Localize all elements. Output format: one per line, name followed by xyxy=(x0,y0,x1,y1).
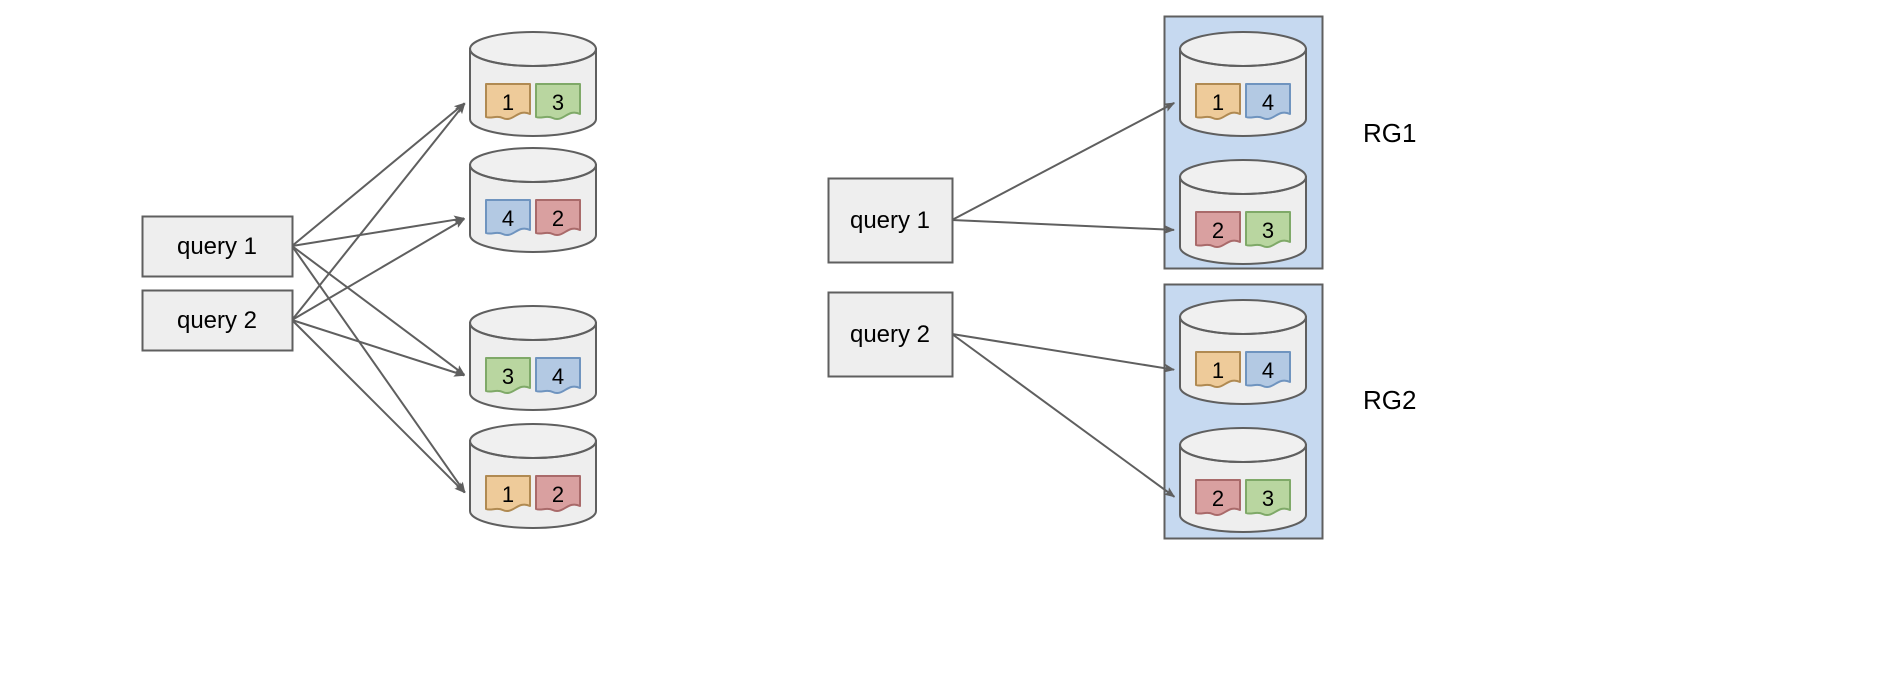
query-node-group: query 1 query 2 query 1 query 2 xyxy=(141,177,954,378)
query-node-query-2[interactable]: query 2 xyxy=(827,291,954,378)
shard-shape[interactable] xyxy=(535,357,581,395)
shard-number: 2 xyxy=(1212,486,1224,511)
edge-rq2-to-R2B xyxy=(951,333,1176,498)
cylinder-rim xyxy=(1179,316,1307,335)
edge-rq1-to-R1A xyxy=(951,102,1176,221)
shard-number: 2 xyxy=(552,206,564,231)
shard-number: 4 xyxy=(552,364,564,389)
cylinder-rim xyxy=(1179,176,1307,195)
shard-1[interactable]: 1 xyxy=(485,83,531,121)
shard-shape[interactable] xyxy=(1245,479,1291,517)
shard-shape[interactable] xyxy=(1245,211,1291,249)
shard-shape[interactable] xyxy=(485,199,531,237)
query-box[interactable] xyxy=(141,215,294,278)
shard-shape[interactable] xyxy=(485,357,531,395)
query-label: query 2 xyxy=(177,307,257,334)
edge-q2-to-L1 xyxy=(291,102,466,321)
cylinder-rim xyxy=(469,322,597,341)
shard-shape[interactable] xyxy=(1245,83,1291,121)
edge-q1-to-L3 xyxy=(291,245,466,376)
cylinder-rim xyxy=(1179,48,1307,67)
edge-q1-to-L2 xyxy=(291,215,466,247)
shard-shape[interactable] xyxy=(535,83,581,121)
edge-q2-to-L2 xyxy=(291,218,466,321)
shard-number: 3 xyxy=(1262,218,1274,243)
shard-4[interactable]: 4 xyxy=(485,199,531,237)
query-box[interactable] xyxy=(827,177,954,264)
shard-3[interactable]: 3 xyxy=(485,357,531,395)
shard-number: 2 xyxy=(1212,218,1224,243)
query-label: query 1 xyxy=(177,233,257,260)
shard-shape[interactable] xyxy=(535,475,581,513)
shard-shape[interactable] xyxy=(1195,211,1241,249)
edge-q2-to-L4 xyxy=(291,319,466,494)
shard-2[interactable]: 2 xyxy=(1195,211,1241,249)
cylinder-rim xyxy=(469,48,597,67)
shard-3[interactable]: 3 xyxy=(1245,479,1291,517)
query-node-query-1[interactable]: query 1 xyxy=(141,215,294,278)
shard-1[interactable]: 1 xyxy=(485,475,531,513)
shard-3[interactable]: 3 xyxy=(535,83,581,121)
query-node-query-2[interactable]: query 2 xyxy=(141,289,294,352)
shard-3[interactable]: 3 xyxy=(1245,211,1291,249)
query-box[interactable] xyxy=(827,291,954,378)
edge-group-right xyxy=(951,102,1176,498)
shard-2[interactable]: 2 xyxy=(535,199,581,237)
cylinder-rim xyxy=(1179,444,1307,463)
shard-4[interactable]: 4 xyxy=(1245,351,1291,389)
query-label: query 1 xyxy=(850,207,930,234)
shard-2[interactable]: 2 xyxy=(535,475,581,513)
shard-number: 4 xyxy=(1262,358,1274,383)
query-node-query-1[interactable]: query 1 xyxy=(827,177,954,264)
shard-shape[interactable] xyxy=(1195,83,1241,121)
shard-shape[interactable] xyxy=(1195,351,1241,389)
shard-1[interactable]: 1 xyxy=(1195,83,1241,121)
edge-group-left xyxy=(291,102,466,494)
shard-number: 1 xyxy=(1212,358,1224,383)
shard-number: 1 xyxy=(1212,90,1224,115)
edge-rq1-to-R1B xyxy=(951,219,1176,234)
shard-1[interactable]: 1 xyxy=(1195,351,1241,389)
edge-rq2-to-R2A xyxy=(951,333,1176,373)
group-label-RG1: RG1 xyxy=(1363,118,1416,148)
shard-number: 4 xyxy=(502,206,514,231)
shard-number: 1 xyxy=(502,482,514,507)
edge-q2-to-L3 xyxy=(291,319,466,377)
shard-number: 2 xyxy=(552,482,564,507)
shard-4[interactable]: 4 xyxy=(535,357,581,395)
group-label-RG2: RG2 xyxy=(1363,385,1416,415)
edge-q1-to-L4 xyxy=(291,245,466,494)
query-box[interactable] xyxy=(141,289,294,352)
shard-number: 3 xyxy=(552,90,564,115)
cylinder-rim xyxy=(469,440,597,459)
shard-number: 3 xyxy=(502,364,514,389)
shard-number: 4 xyxy=(1262,90,1274,115)
shard-shape[interactable] xyxy=(485,83,531,121)
shard-shape[interactable] xyxy=(1195,479,1241,517)
cylinder-rim xyxy=(469,164,597,183)
shard-shape[interactable] xyxy=(1245,351,1291,389)
shard-number: 3 xyxy=(1262,486,1274,511)
shard-4[interactable]: 4 xyxy=(1245,83,1291,121)
shard-shape[interactable] xyxy=(485,475,531,513)
query-label: query 2 xyxy=(850,321,930,348)
shard-shape[interactable] xyxy=(535,199,581,237)
shard-2[interactable]: 2 xyxy=(1195,479,1241,517)
shard-number: 1 xyxy=(502,90,514,115)
edge-q1-to-L1 xyxy=(291,102,466,247)
